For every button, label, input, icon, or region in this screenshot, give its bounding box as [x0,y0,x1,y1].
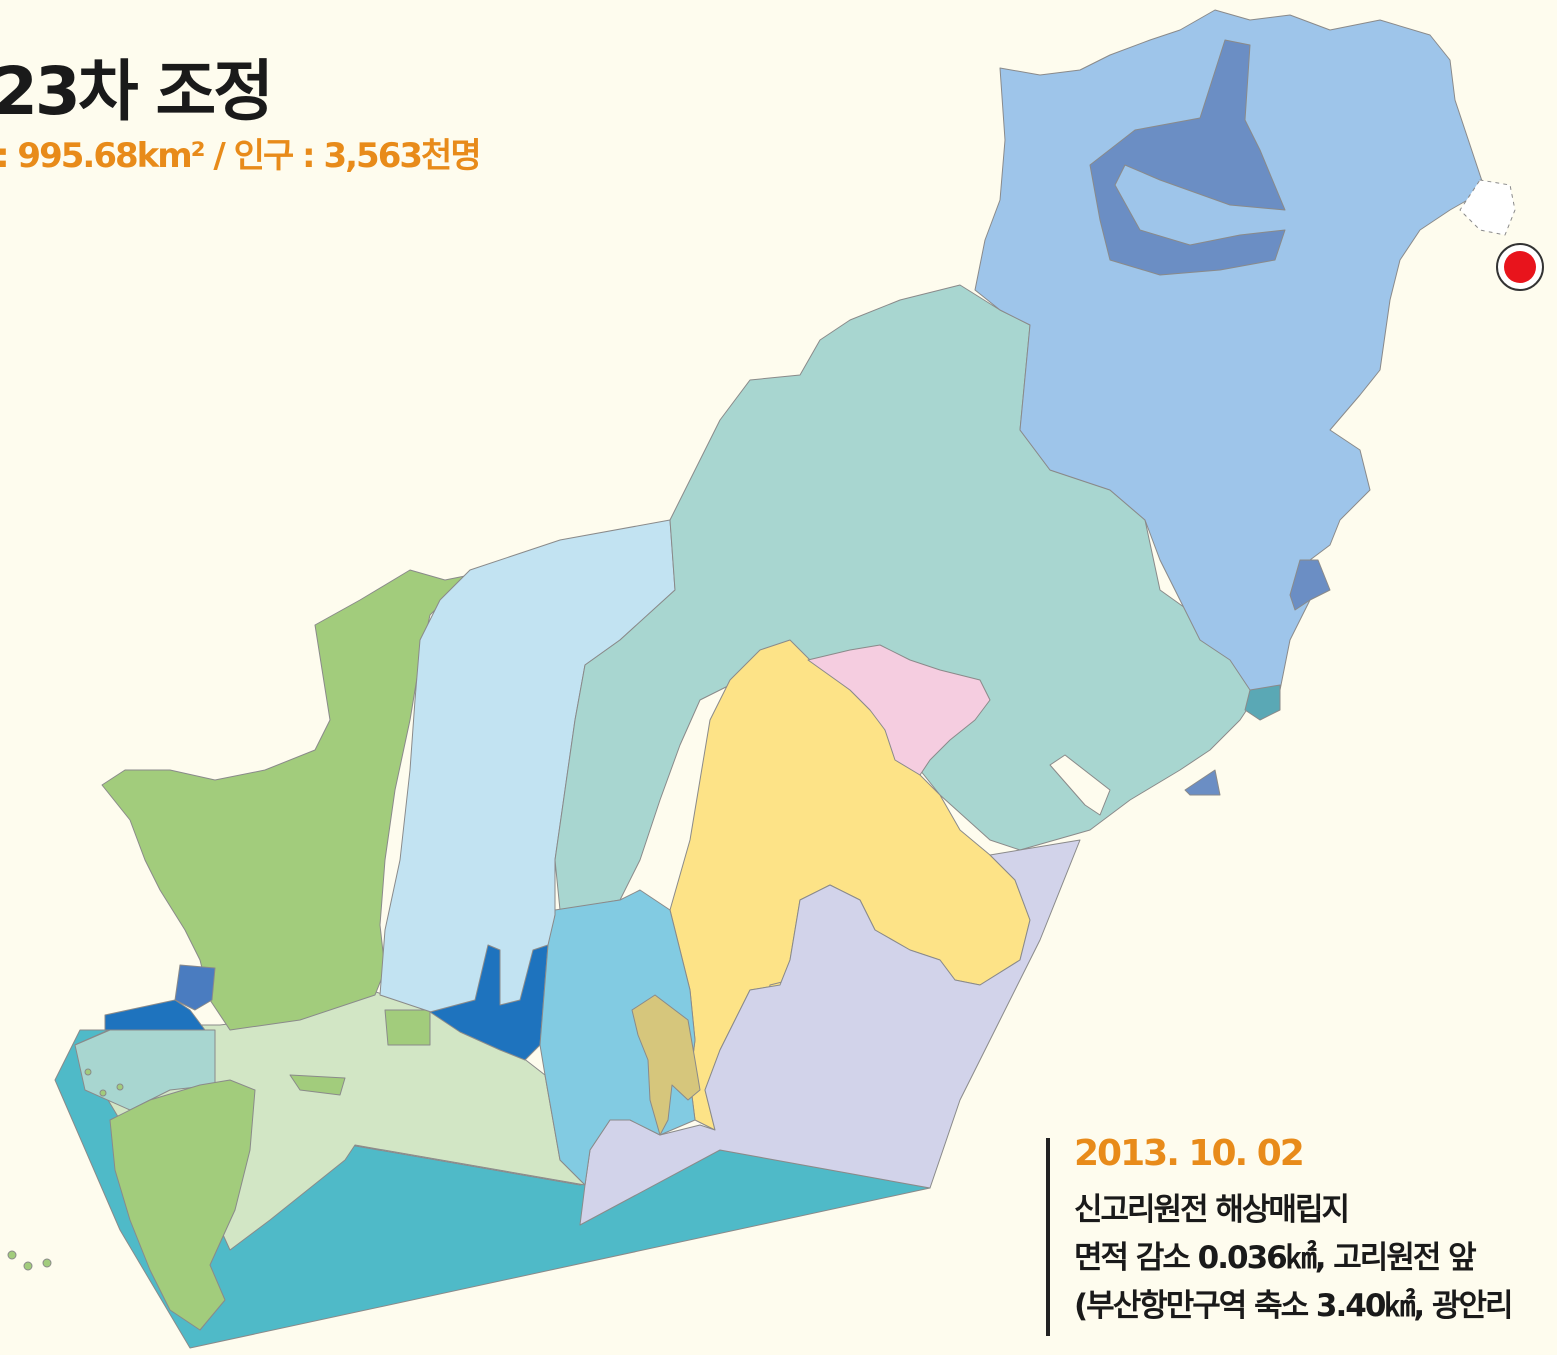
district-gijang-dark-east [1289,559,1331,611]
map-title: 23차 조정 [0,53,274,130]
district-blue-small [174,964,216,1011]
district-green-fragment [289,1074,346,1096]
district-green-fragment-2 [384,1009,431,1046]
district-green-south [109,1079,256,1331]
note-line-1: 신고리원전 해상매립지 [1074,1192,1350,1228]
red-dot-marker-icon [1504,251,1536,283]
district-river-dark [429,944,549,1061]
adjustment-note: 2013. 10. 02 신고리원전 해상매립지 면적 감소 0.036㎢, 고… [1046,1138,1557,1336]
note-line-2: 면적 감소 0.036㎢, 고리원전 앞 [1074,1240,1477,1276]
inlet-white [1049,754,1111,816]
note-line-3: (부산항만구역 축소 3.40㎢, 광안리 [1074,1288,1514,1324]
islet [99,1089,107,1097]
note-date: 2013. 10. 02 [1074,1138,1305,1174]
district-lavender [579,839,1081,1226]
district-river-west [104,999,206,1031]
area-population-stats: : 995.68km² / 인구 : 3,563천명 [0,136,482,176]
district-green-main [101,569,471,1031]
district-pink [807,644,991,776]
islet [7,1250,17,1260]
islet [42,1258,52,1268]
district-teal-coast [1244,684,1281,721]
district-khaki-strip [631,994,701,1136]
islet [84,1068,92,1076]
dotted-reclaimed-area-outline [1459,179,1516,236]
islet [23,1261,33,1271]
district-gijang-dark-inner [1089,39,1286,276]
district-blue-coast [1184,769,1221,796]
islet [116,1083,124,1091]
